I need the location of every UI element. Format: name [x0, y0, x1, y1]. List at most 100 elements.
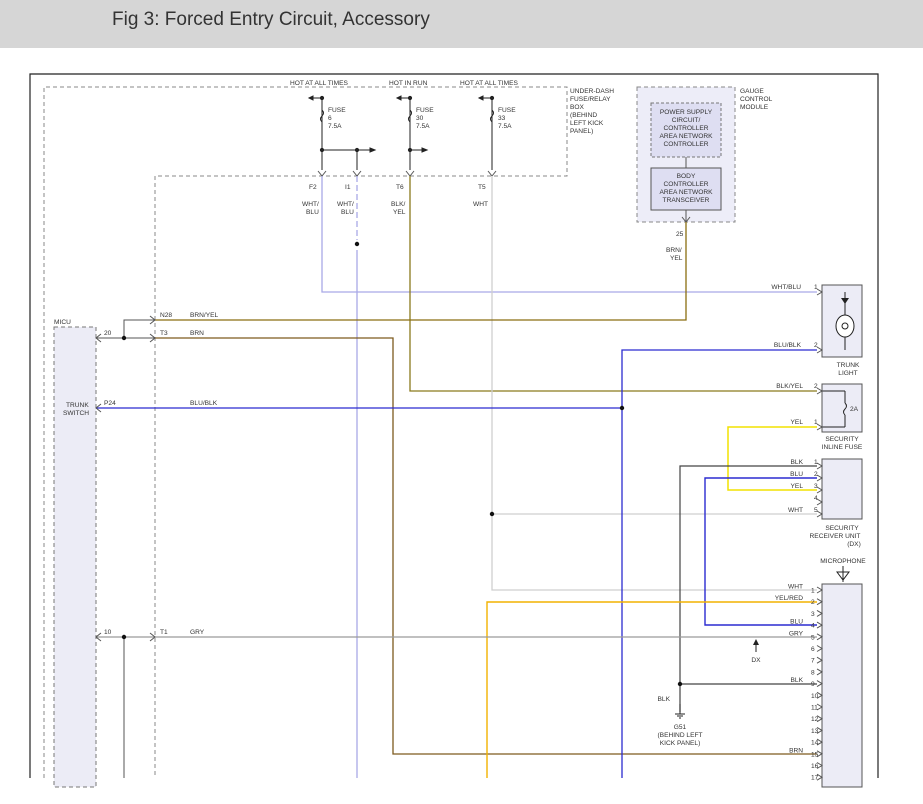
microphone-pin: 7	[811, 658, 815, 665]
microphone-pin-connector	[816, 715, 823, 723]
fuse-name: FUSE	[498, 107, 516, 114]
fuse-rating: 7.5A	[416, 123, 430, 130]
micu-module	[53, 326, 97, 788]
page-title: Fig 3: Forced Entry Circuit, Accessory	[112, 9, 430, 30]
ground-name: G51	[674, 724, 687, 731]
micu-terminal: T3	[160, 330, 168, 337]
fuse-rating: 7.5A	[328, 123, 342, 130]
receiver-wire: YEL	[791, 483, 804, 490]
microphone-wire: YEL/RED	[775, 595, 803, 602]
inline-fuse-label: INLINE FUSE	[822, 444, 863, 451]
receiver-label: (DX)	[847, 541, 861, 548]
gauge-inner-label: AREA NETWORK	[659, 189, 713, 196]
receiver-pin: 4	[814, 495, 818, 502]
microphone-pin-connector	[816, 773, 823, 781]
microphone-pin-connector	[816, 726, 823, 734]
micu-connectors	[95, 315, 156, 642]
fuse-box-terminals	[317, 170, 497, 177]
microphone-pin-connector	[816, 609, 823, 617]
wire-color-label: GRY	[190, 629, 205, 636]
microphone-pin: 17	[811, 775, 819, 782]
microphone-pin: 12	[811, 716, 819, 723]
gauge-inner-label: AREA NETWORK	[659, 133, 713, 140]
gauge-label: MODULE	[740, 104, 769, 111]
power-label: HOT IN RUN	[389, 80, 428, 87]
fuse-33	[477, 95, 495, 150]
microphone-pin-connector	[816, 738, 823, 746]
trunk-switch-label: TRUNK	[66, 402, 89, 409]
microphone-pin-connector	[816, 656, 823, 664]
wire-color-label: WHT	[473, 201, 488, 208]
wire-color-label: BLK/	[391, 201, 405, 208]
micu-terminal: N28	[160, 312, 172, 319]
microphone-pin-connector	[816, 668, 823, 676]
microphone-wire: GRY	[789, 630, 804, 637]
gauge-inner-label: CIRCUIT/	[672, 117, 701, 124]
microphone-wire: BLK	[791, 677, 804, 684]
wire-color-label: BRN/YEL	[190, 312, 219, 319]
trunk-light-wire: BLU/BLK	[774, 342, 802, 349]
gauge-inner-label: CONTROLLER	[663, 141, 708, 148]
wire-color-label: BRN	[190, 330, 204, 337]
wire-brn	[155, 337, 817, 755]
microphone-pin-connector	[816, 703, 823, 711]
wire-color-label: BLU	[306, 209, 319, 216]
microphone-pin: 2	[811, 599, 815, 606]
receiver-wire: BLU	[790, 471, 803, 478]
microphone-label: MICROPHONE	[820, 558, 866, 565]
gauge-pin: 25	[676, 231, 684, 238]
micu-terminal: T1	[160, 629, 168, 636]
security-receiver-unit	[816, 458, 863, 520]
trunk-light-pin: 2	[814, 342, 818, 349]
wire-color-label: BRN/	[666, 247, 682, 254]
underdash-fuse-box: UNDER-DASH FUSE/RELAY BOX (BEHIND LEFT K…	[43, 86, 614, 778]
fuse-rating: 7.5A	[498, 123, 512, 130]
page-header: Fig 3: Forced Entry Circuit, Accessory	[0, 0, 923, 48]
micu-pin: P24	[104, 400, 116, 407]
microphone-pin: 11	[811, 705, 818, 712]
dx-label: DX	[751, 657, 761, 664]
microphone-pins: 1WHT2YEL/RED34BLU5GRY6789BLK101112131415…	[775, 584, 823, 782]
gauge-inner-label: CONTROLLER	[663, 181, 708, 188]
microphone-wire: WHT	[788, 584, 803, 591]
microphone-pin: 4	[811, 623, 815, 630]
wire-brn-yel	[155, 222, 687, 321]
gauge-label: GAUGE	[740, 88, 764, 95]
wire-color-label: YEL	[393, 209, 406, 216]
receiver-pin: 3	[814, 483, 818, 490]
microphone-pin: 3	[811, 611, 815, 618]
gauge-inner-label: TRANSCEIVER	[663, 197, 710, 204]
underdash-label-line: BOX	[570, 104, 585, 111]
receiver-wire: BLK	[791, 459, 804, 466]
underdash-label-line: FUSE/RELAY	[570, 96, 611, 103]
underdash-label-line: UNDER-DASH	[570, 88, 614, 95]
microphone	[821, 566, 863, 788]
microphone-pin: 1	[811, 588, 815, 595]
inline-fuse-pin: 2	[814, 383, 818, 390]
inline-fuse-wire: BLK/YEL	[776, 383, 803, 390]
microphone-pin-connector	[816, 633, 823, 641]
microphone-pin: 10	[811, 693, 819, 700]
trunk-light-wire: WHT/BLU	[771, 284, 801, 291]
fuse-number: 6	[328, 115, 332, 122]
microphone-pin: 6	[811, 646, 815, 653]
microphone-pin: 5	[811, 634, 815, 641]
dx-arrow-icon	[753, 639, 759, 652]
power-label: HOT AT ALL TIMES	[290, 80, 349, 87]
microphone-pin: 13	[811, 728, 819, 735]
ground-wire: BLK	[658, 696, 671, 703]
microphone-pin: 15	[811, 751, 819, 758]
trunk-light-label: LIGHT	[838, 370, 857, 377]
receiver-label: SECURITY	[825, 525, 859, 532]
wire-yel-red	[486, 601, 817, 778]
receiver-pin: 5	[814, 507, 818, 514]
terminal-label: I1	[345, 184, 351, 191]
gauge-label: CONTROL	[740, 96, 773, 103]
wire-wht	[491, 176, 817, 591]
gauge-inner-label: CONTROLLER	[663, 125, 708, 132]
fuse-6	[307, 95, 377, 153]
underdash-label-line: (BEHIND	[570, 112, 597, 119]
fuse-box-bus	[321, 128, 493, 170]
wire-yel	[727, 426, 817, 491]
